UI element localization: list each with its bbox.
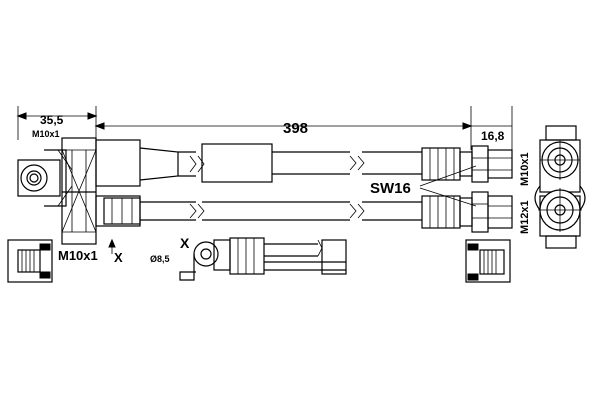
- left-offset-label: 35,5: [40, 113, 64, 127]
- wrench-size-label: SW16: [370, 180, 411, 197]
- overall-length-dimension: [16, 106, 513, 150]
- right-upper-fitting: [421, 145, 513, 183]
- left-thread-bottom-label: M10x1: [58, 248, 98, 263]
- upper-hose: [178, 143, 422, 183]
- right-thread-top-label: M10x1: [519, 152, 531, 186]
- view-x-arrow-left: [108, 238, 116, 254]
- eyelet-diameter-label: Ø8,5: [150, 254, 170, 264]
- right-lower-fitting: [421, 191, 513, 233]
- lower-hose: [140, 201, 422, 221]
- overall-length-label: 398: [283, 120, 308, 137]
- right-end-view: [534, 125, 586, 249]
- left-banjo-fitting: [17, 137, 97, 245]
- view-x-marker-left: X: [114, 250, 123, 265]
- view-x-marker-detail: X: [180, 235, 190, 251]
- right-thread-bottom-label: M12x1: [519, 200, 531, 234]
- left-thread-detail: [7, 239, 53, 283]
- left-thread-top-label: M10x1: [32, 129, 60, 139]
- right-thread-detail: [465, 239, 511, 283]
- view-x-detail: [179, 237, 347, 281]
- wrench-size-leaders: [419, 165, 477, 207]
- right-width-label: 16,8: [481, 129, 505, 143]
- left-crimp-fittings: [95, 139, 179, 227]
